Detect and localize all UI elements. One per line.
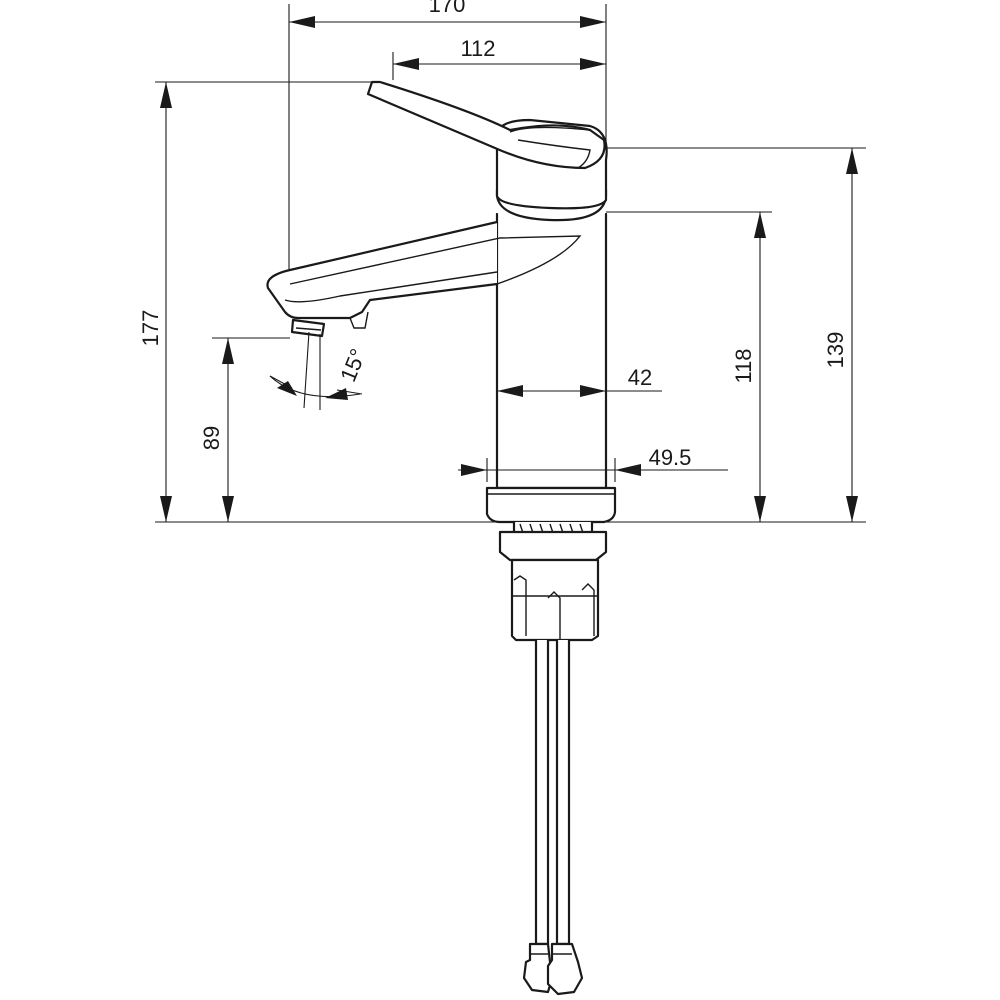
dim-total-height-label: 177	[138, 310, 163, 347]
dim-body-diameter: 42	[497, 365, 662, 397]
dim-top-height-label: 139	[823, 332, 848, 369]
lever-top-line	[509, 126, 591, 133]
supply-hose-right	[555, 638, 571, 946]
dim-base-diameter: 49.5	[458, 445, 728, 476]
dim-base-diameter-label: 49.5	[649, 445, 692, 470]
dim-body-height-label: 118	[731, 348, 756, 383]
dim-spout-angle: 15°	[269, 331, 371, 410]
dim-body-diameter-label: 42	[628, 365, 652, 390]
aerator	[290, 318, 326, 338]
extension-lines	[155, 4, 866, 523]
mounting-nut	[498, 530, 608, 562]
spout	[266, 220, 499, 320]
faucet-body	[266, 80, 608, 490]
spout-lower-edge	[284, 271, 498, 303]
dim-spout-angle-label: 15°	[335, 345, 371, 385]
mounting-assembly	[485, 486, 617, 996]
dim-total-height: 177	[138, 82, 172, 522]
lever-detail	[517, 139, 591, 169]
base-ring	[485, 486, 617, 524]
dim-spout-height-label: 89	[199, 426, 224, 450]
dim-body-height: 118	[731, 212, 766, 522]
spout-nose	[349, 311, 369, 329]
dim-overall-width: 170	[289, 0, 606, 28]
hose-fitting-right	[546, 942, 584, 996]
fixing-sleeve	[510, 558, 600, 642]
dim-spout-height: 89	[199, 338, 234, 522]
dim-lever-length-label: 112	[460, 36, 495, 61]
dim-overall-width-label: 170	[429, 0, 466, 17]
dim-lever-length: 112	[393, 36, 606, 70]
spout-inner-edge	[289, 235, 582, 285]
hose-fitting-left	[522, 942, 554, 994]
dim-top-height: 139	[823, 148, 858, 522]
supply-hose-left	[534, 638, 550, 946]
body-column	[495, 212, 608, 490]
